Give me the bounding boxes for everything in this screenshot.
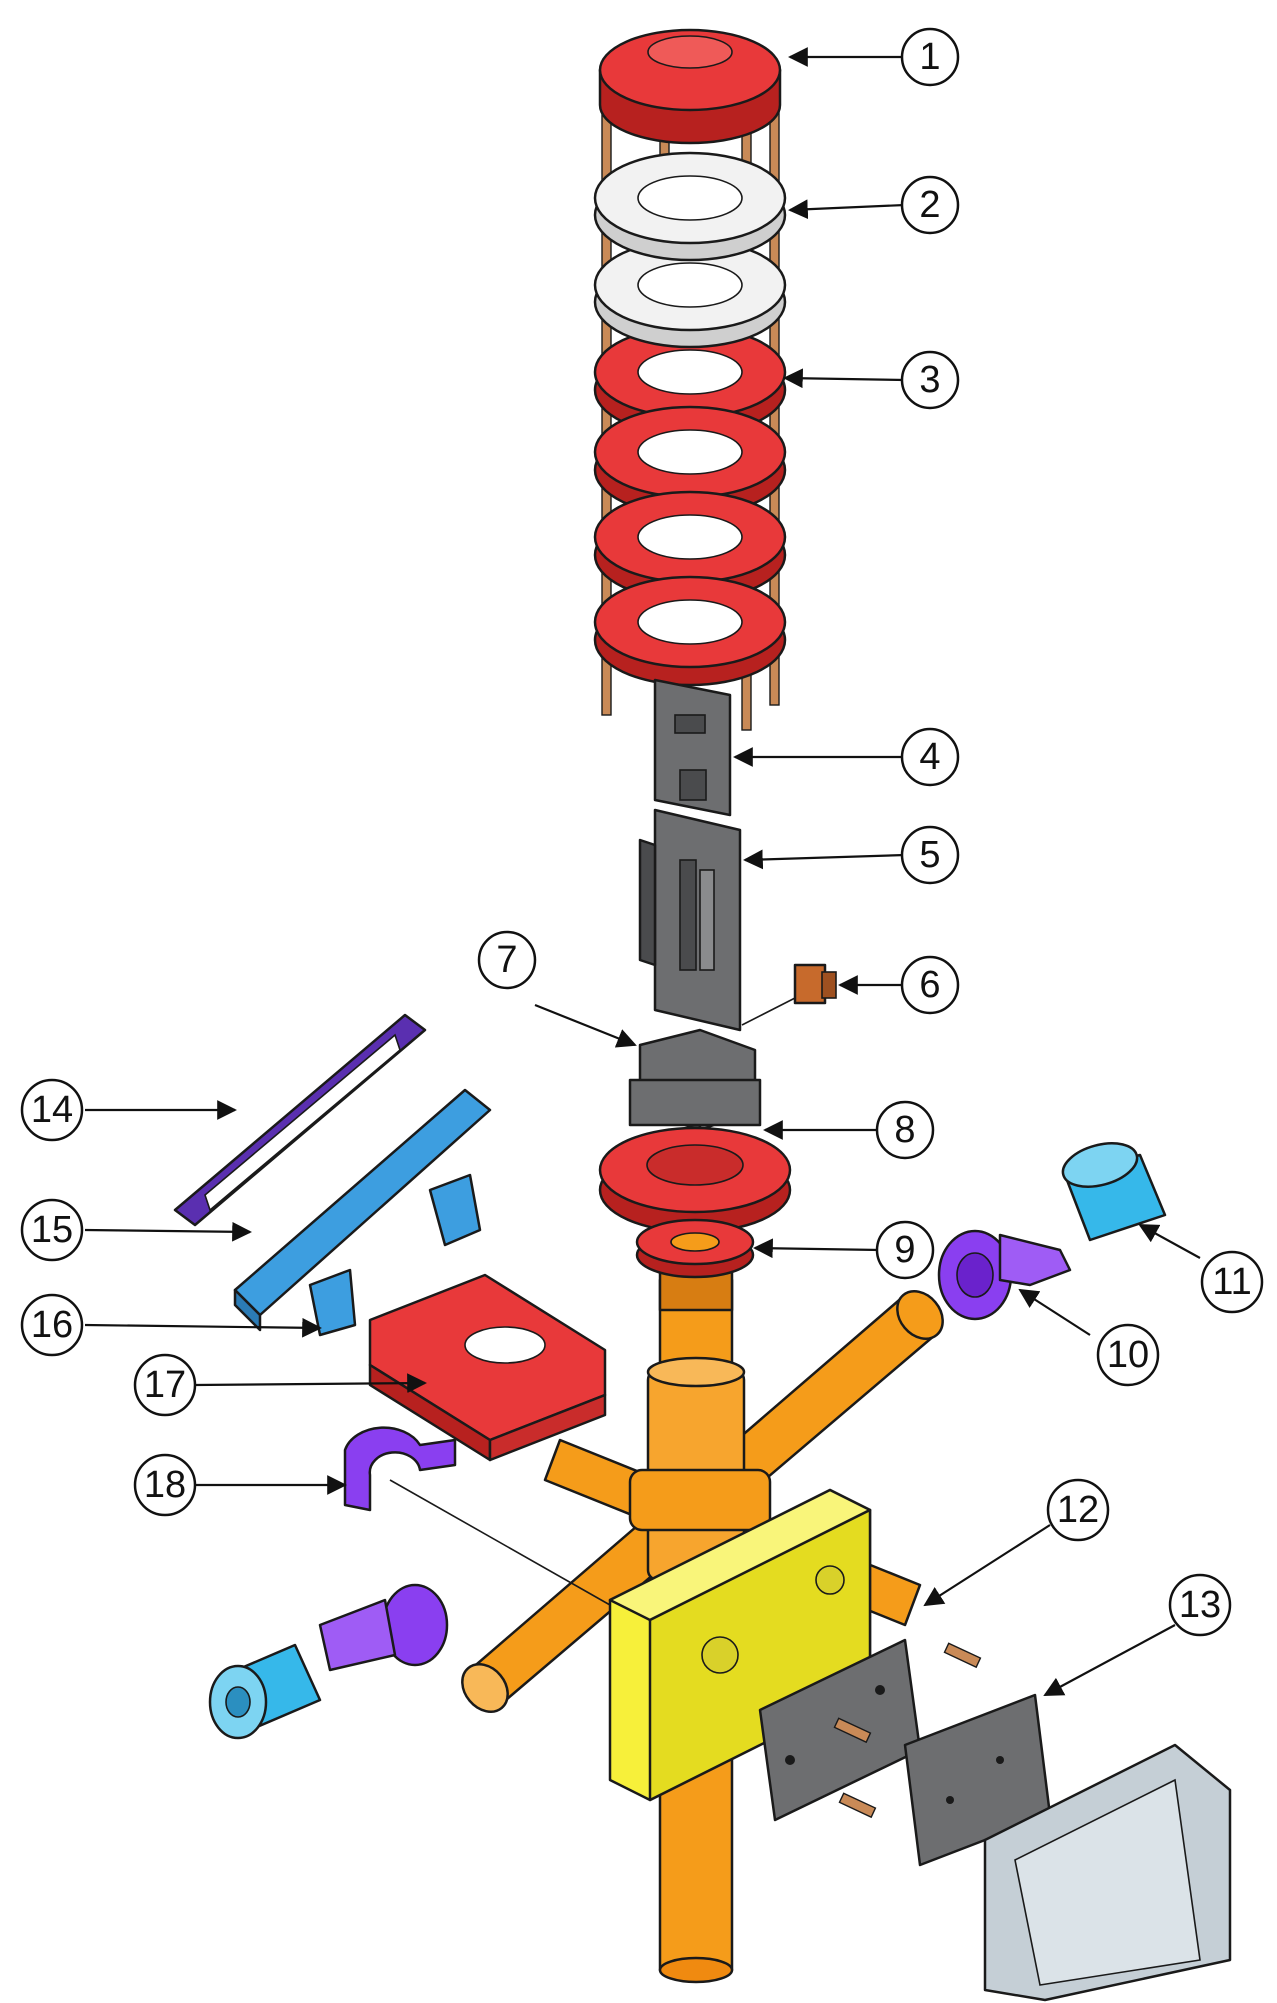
svg-text:5: 5 — [919, 834, 940, 876]
callout-2: 2 — [900, 175, 960, 235]
svg-text:7: 7 — [496, 939, 517, 981]
white-plate — [593, 151, 787, 262]
svg-text:9: 9 — [894, 1229, 915, 1271]
callout-7: 7 — [477, 930, 537, 990]
callout-18: 18 — [133, 1453, 197, 1517]
pipe-clamp — [343, 1426, 457, 1512]
radiation-shield-stack — [593, 28, 787, 731]
panel-mount — [368, 1273, 607, 1462]
svg-text:3: 3 — [919, 359, 940, 401]
svg-text:6: 6 — [919, 964, 940, 1006]
callout-4: 4 — [900, 727, 960, 787]
callout-10: 10 — [1096, 1323, 1160, 1387]
blue-panel — [233, 1088, 492, 1332]
callout-14: 14 — [20, 1078, 84, 1142]
svg-text:14: 14 — [31, 1089, 73, 1131]
svg-text:15: 15 — [31, 1209, 73, 1251]
svg-text:18: 18 — [144, 1464, 186, 1506]
callout-15: 15 — [20, 1198, 84, 1262]
purple-end-fitting — [937, 1229, 1072, 1321]
mount-collar — [598, 1126, 792, 1279]
sensor-holder — [638, 808, 742, 1032]
callout-12: 12 — [1046, 1478, 1110, 1542]
svg-text:11: 11 — [1212, 1261, 1251, 1303]
sensor-board — [653, 678, 732, 817]
white-plate — [593, 238, 787, 349]
red-plate — [593, 405, 787, 517]
leader-lines — [84, 47, 1201, 1696]
callout-9: 9 — [875, 1220, 935, 1280]
panel-gasket-frame — [173, 1013, 427, 1227]
standoff-pins — [833, 1642, 982, 1819]
callout-8: 8 — [875, 1100, 935, 1160]
callout-5: 5 — [900, 825, 960, 885]
svg-text:4: 4 — [919, 736, 940, 778]
svg-text:12: 12 — [1057, 1489, 1099, 1531]
callout-16: 16 — [20, 1293, 84, 1357]
svg-text:10: 10 — [1107, 1334, 1149, 1376]
callout-6: 6 — [900, 955, 960, 1015]
svg-text:17: 17 — [144, 1364, 186, 1406]
callout-17: 17 — [133, 1353, 197, 1417]
small-sensor — [741, 963, 837, 1026]
svg-text:1: 1 — [919, 36, 940, 78]
svg-text:2: 2 — [919, 184, 940, 226]
clamp-base — [628, 1078, 762, 1127]
purple-end-fitting-left — [318, 1583, 449, 1672]
red-plate — [593, 490, 787, 602]
callout-3: 3 — [900, 350, 960, 410]
callout-13: 13 — [1168, 1573, 1232, 1637]
cyan-sleeve-left — [208, 1643, 322, 1740]
callout-11: 11 — [1200, 1250, 1264, 1314]
callout-1: 1 — [900, 27, 960, 87]
top-cap — [598, 28, 782, 145]
clear-lid — [983, 1743, 1232, 2002]
red-plate — [593, 575, 787, 687]
svg-text:16: 16 — [31, 1304, 73, 1346]
svg-text:8: 8 — [894, 1109, 915, 1151]
cyan-sleeve — [1061, 1142, 1167, 1242]
svg-text:13: 13 — [1179, 1584, 1221, 1626]
